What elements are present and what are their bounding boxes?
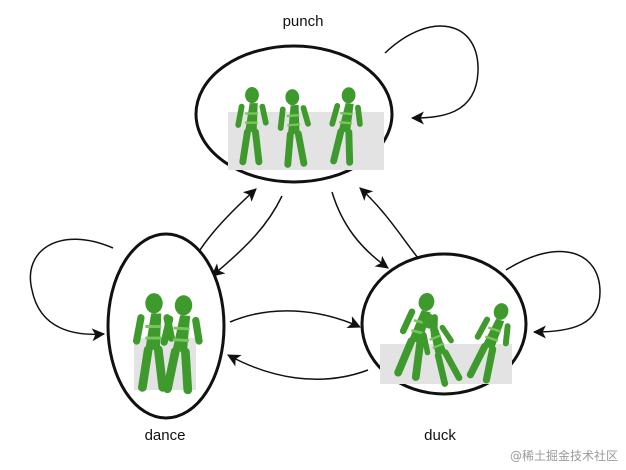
- state-duck: [360, 252, 528, 396]
- state-punch: [194, 44, 394, 184]
- state-label-duck: duck: [424, 427, 456, 444]
- arrow-duck-to-dance: [227, 354, 369, 380]
- arrow-punch-to-duck: [331, 191, 389, 269]
- punch-self-loop: [384, 25, 479, 125]
- watermark: @稀土掘金技术社区: [509, 449, 618, 463]
- state-dance: [106, 232, 226, 420]
- dance-self-loop: [29, 238, 114, 342]
- state-label-punch: punch: [283, 13, 324, 30]
- arrow-punch-to-dance: [211, 195, 283, 277]
- arrow-dance-to-duck: [229, 310, 361, 329]
- arrow-duck-to-punch: [359, 187, 419, 259]
- duck-self-loop: [505, 250, 601, 339]
- state-label-dance: dance: [145, 427, 186, 444]
